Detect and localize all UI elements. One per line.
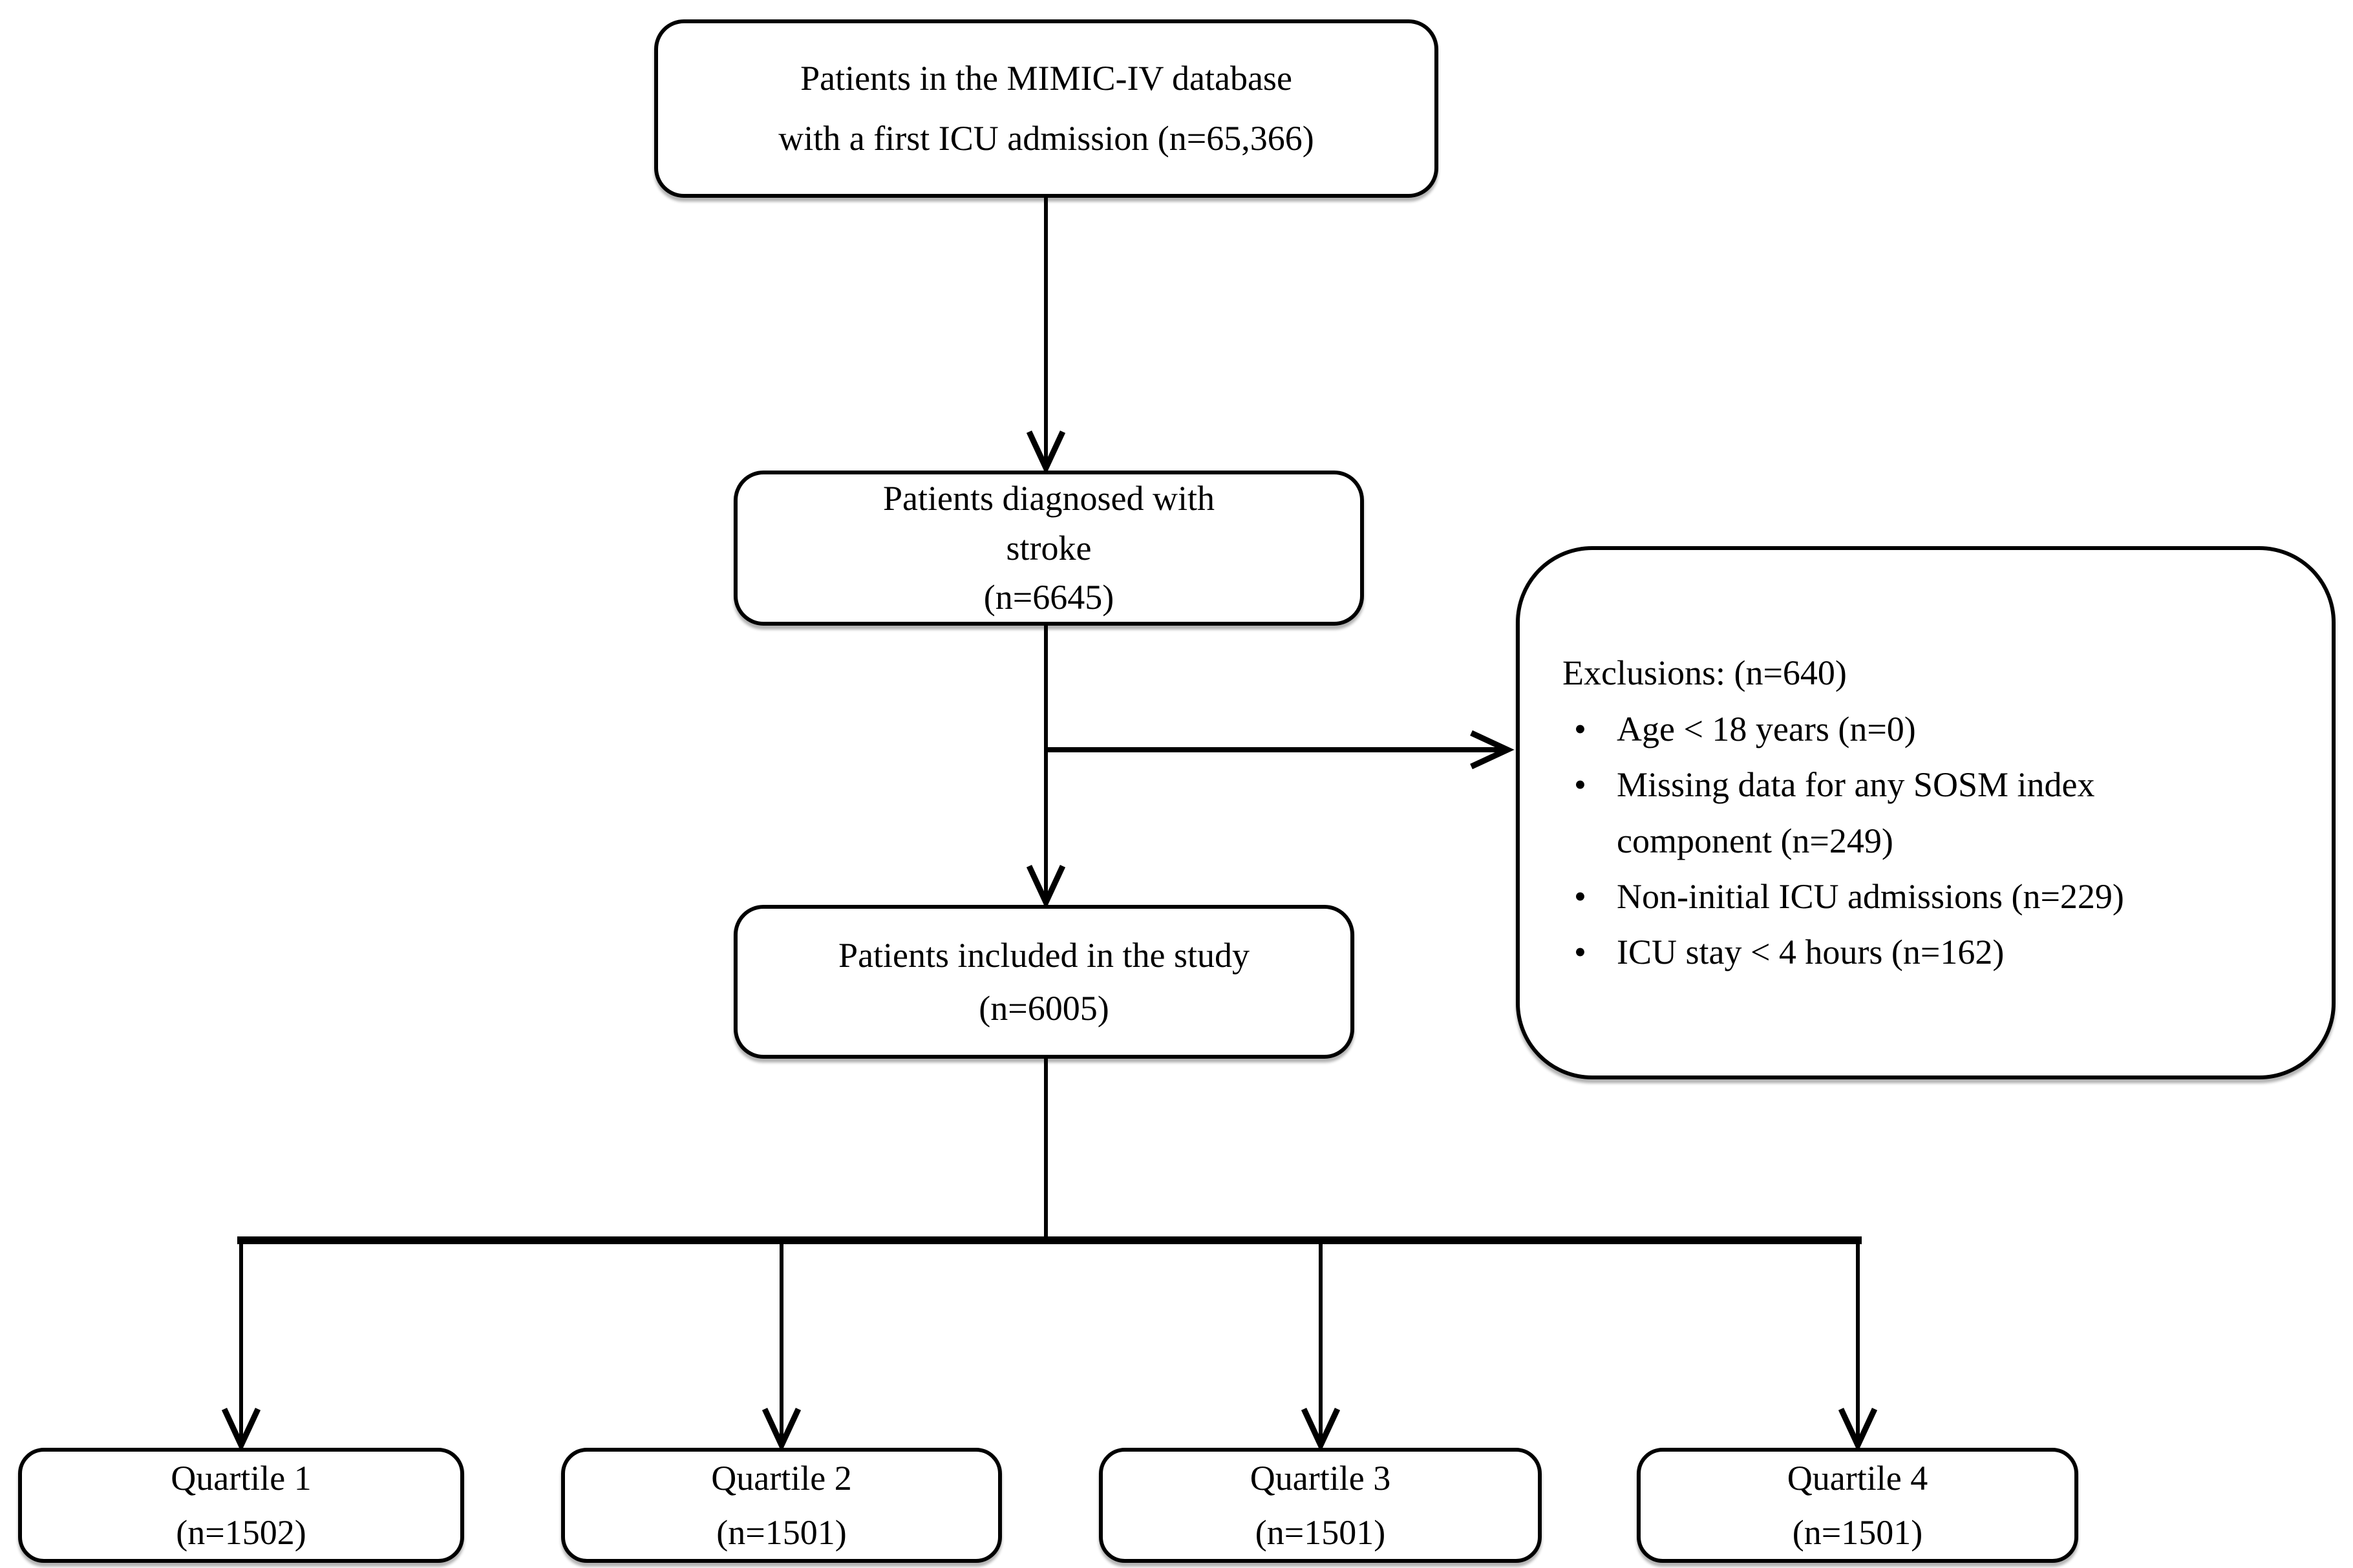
node-stroke-diagnosis: Patients diagnosed with stroke (n=6645) — [734, 471, 1364, 626]
quartile-split-connector — [237, 1059, 1862, 1244]
arrow-mimic-to-stroke — [1026, 198, 1066, 475]
exclusions-list-item: Age < 18 years (n=0) — [1574, 701, 2231, 758]
quartile-count: (n=1502) — [176, 1513, 306, 1552]
node-quartile-2: Quartile 2 (n=1501) — [561, 1448, 1002, 1563]
exclusions-list-item: ICU stay < 4 hours (n=162) — [1574, 924, 2231, 980]
quartile-label: Quartile 2 — [711, 1458, 852, 1498]
node-text-line: Patients included in the study — [838, 935, 1250, 975]
node-quartile-3: Quartile 3 (n=1501) — [1099, 1448, 1542, 1563]
node-quartile-4: Quartile 4 (n=1501) — [1637, 1448, 2078, 1563]
node-text-line: (n=6005) — [979, 989, 1109, 1028]
node-text-line: Patients diagnosed with — [883, 479, 1215, 518]
exclusions-title: Exclusions: (n=640) — [1562, 653, 1847, 693]
exclusions-list-item: Missing data for any SOSM index componen… — [1574, 757, 2231, 869]
quartile-count: (n=1501) — [716, 1513, 847, 1552]
node-included-study: Patients included in the study (n=6005) — [734, 905, 1354, 1059]
arrow-split-to-quartile-2 — [761, 1240, 802, 1452]
node-text-line: Patients in the MIMIC-IV database — [800, 59, 1292, 98]
exclusions-list-item: Non-initial ICU admissions (n=229) — [1574, 869, 2231, 925]
node-text-line: (n=6645) — [983, 578, 1114, 617]
arrow-split-to-quartile-1 — [221, 1240, 261, 1452]
node-text-line: stroke — [1006, 528, 1092, 567]
node-exclusions: Exclusions: (n=640) Age < 18 years (n=0)… — [1516, 546, 2336, 1079]
arrow-split-to-quartile-4 — [1838, 1240, 1878, 1452]
arrow-stroke-to-included — [1026, 626, 1066, 909]
node-quartile-1: Quartile 1 (n=1502) — [18, 1448, 464, 1563]
quartile-label: Quartile 4 — [1787, 1458, 1928, 1498]
quartile-count: (n=1501) — [1792, 1513, 1923, 1552]
arrow-split-to-quartile-3 — [1301, 1240, 1341, 1452]
quartile-count: (n=1501) — [1255, 1513, 1386, 1552]
node-text-line: with a first ICU admission (n=65,366) — [778, 119, 1314, 158]
exclusions-list: Age < 18 years (n=0) Missing data for an… — [1562, 701, 2231, 980]
arrow-exclusions-branch — [1046, 730, 1515, 770]
quartile-label: Quartile 1 — [171, 1458, 312, 1498]
node-mimic-first-icu: Patients in the MIMIC-IV database with a… — [654, 19, 1438, 198]
quartile-label: Quartile 3 — [1250, 1458, 1391, 1498]
